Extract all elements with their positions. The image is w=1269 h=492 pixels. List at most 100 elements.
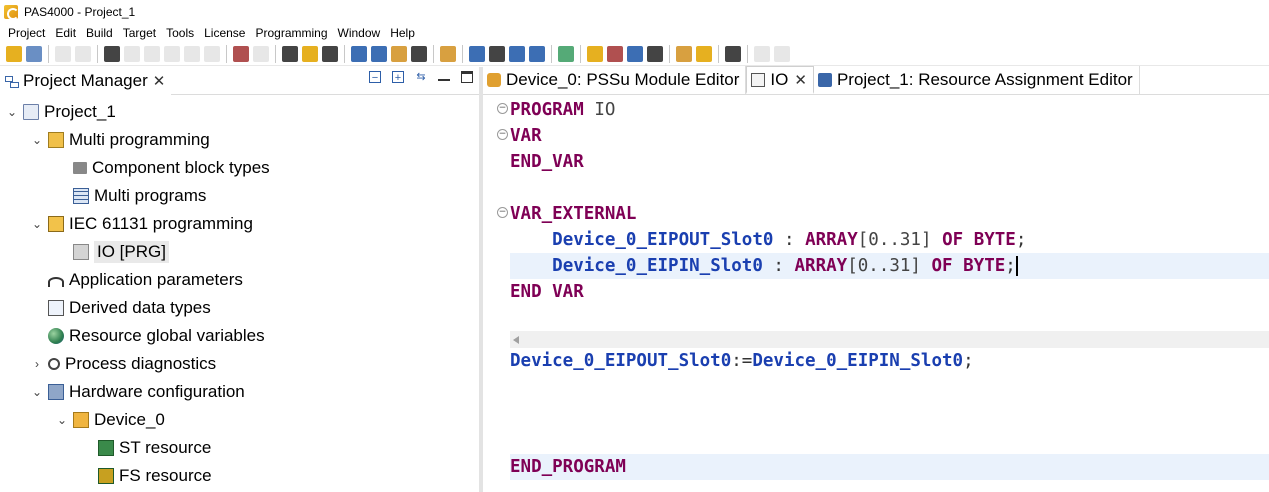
tree-item-multi-programs[interactable]: Multi programs bbox=[0, 182, 479, 210]
toolbar-separator bbox=[669, 44, 670, 63]
globe-icon[interactable] bbox=[558, 45, 574, 62]
menu-target[interactable]: Target bbox=[122, 26, 157, 40]
delete-icon[interactable] bbox=[233, 45, 249, 62]
paste-icon[interactable] bbox=[164, 45, 180, 62]
menu-project[interactable]: Project bbox=[8, 26, 46, 40]
view-actions: − + ⇆ bbox=[358, 71, 473, 84]
device-icon bbox=[73, 412, 89, 428]
cut-icon[interactable] bbox=[124, 45, 140, 62]
menu-window[interactable]: Window bbox=[337, 26, 381, 40]
keyword-byte: BYTE bbox=[973, 230, 1016, 250]
forward-icon[interactable] bbox=[774, 45, 790, 62]
users-icon[interactable] bbox=[725, 45, 741, 62]
collapse-all-icon[interactable]: − bbox=[369, 71, 381, 84]
tree-item-application-parameters[interactable]: Application parameters bbox=[0, 266, 479, 294]
hardware-icon bbox=[48, 384, 64, 400]
tab-resource-assignment-editor[interactable]: Project_1: Resource Assignment Editor bbox=[814, 66, 1140, 94]
compare-icon[interactable] bbox=[351, 45, 367, 62]
print-icon[interactable] bbox=[104, 45, 120, 62]
menu-tools[interactable]: Tools bbox=[166, 26, 195, 40]
tab-io[interactable]: IO ✕ bbox=[746, 66, 814, 94]
tree-item-label: Project_1 bbox=[44, 102, 116, 121]
tree-item-resource-global-variables[interactable]: Resource global variables bbox=[0, 322, 479, 350]
link-editor-icon[interactable]: ⇆ bbox=[416, 71, 426, 83]
toolbar-separator bbox=[48, 44, 49, 63]
fold-icon[interactable]: − bbox=[497, 103, 508, 114]
tree-item-multi-programming[interactable]: ⌄ Multi programming bbox=[0, 126, 479, 154]
download-icon[interactable] bbox=[302, 45, 318, 62]
main-toolbar bbox=[0, 42, 1269, 66]
assign-source: Device_0_EIPIN_Slot0 bbox=[752, 351, 964, 371]
keyword-program: PROGRAM bbox=[510, 100, 584, 120]
code-line: Device_0_EIPOUT_Slot0 : ARRAY[0..31] OF … bbox=[483, 227, 1269, 253]
alert-icon[interactable] bbox=[607, 45, 623, 62]
menu-help[interactable]: Help bbox=[390, 26, 415, 40]
disconnect-icon[interactable] bbox=[253, 45, 269, 62]
open-project-icon[interactable] bbox=[26, 45, 42, 62]
info-icon[interactable] bbox=[469, 45, 485, 62]
expand-all-icon[interactable]: + bbox=[392, 71, 404, 84]
undo-icon[interactable] bbox=[184, 45, 200, 62]
tree-item-derived-data-types[interactable]: Derived data types bbox=[0, 294, 479, 322]
maximize-icon[interactable] bbox=[461, 71, 473, 83]
menu-programming[interactable]: Programming bbox=[255, 26, 328, 40]
current-line: Device_0_EIPIN_Slot0 : ARRAY[0..31] OF B… bbox=[510, 253, 1269, 279]
list-icon[interactable] bbox=[627, 45, 643, 62]
window-icon[interactable] bbox=[529, 45, 545, 62]
close-icon[interactable]: ✕ bbox=[152, 72, 166, 90]
new-project-icon[interactable] bbox=[6, 45, 22, 62]
tree-item-component-block-types[interactable]: Component block types bbox=[0, 154, 479, 182]
tree-item-label: Derived data types bbox=[69, 298, 211, 317]
close-icon[interactable]: ✕ bbox=[794, 71, 807, 89]
layers-icon[interactable] bbox=[587, 45, 603, 62]
module-icon[interactable] bbox=[391, 45, 407, 62]
project-tree: ⌄ Project_1 ⌄ Multi programming Componen… bbox=[0, 95, 479, 490]
redo-icon[interactable] bbox=[204, 45, 220, 62]
grid-icon[interactable] bbox=[371, 45, 387, 62]
menu-build[interactable]: Build bbox=[86, 26, 113, 40]
fold-icon[interactable]: − bbox=[497, 129, 508, 140]
binary-icon[interactable] bbox=[282, 45, 298, 62]
table-icon[interactable] bbox=[509, 45, 525, 62]
back-icon[interactable] bbox=[754, 45, 770, 62]
chevron-down-icon[interactable]: ⌄ bbox=[31, 385, 43, 399]
tree-item-process-diagnostics[interactable]: › Process diagnostics bbox=[0, 350, 479, 378]
hand-icon[interactable] bbox=[322, 45, 338, 62]
tree-item-label: Multi programs bbox=[94, 186, 207, 205]
menu-license[interactable]: License bbox=[204, 26, 246, 40]
code-line: − VAR_EXTERNAL bbox=[483, 201, 1269, 227]
tree-item-io-prg[interactable]: IO [PRG] bbox=[0, 238, 479, 266]
app-logo-icon bbox=[4, 5, 19, 20]
network-icon[interactable] bbox=[411, 45, 427, 62]
minimize-icon[interactable] bbox=[438, 73, 450, 81]
save-all-icon[interactable] bbox=[75, 45, 91, 62]
project-manager-tab[interactable]: Project Manager ✕ bbox=[0, 66, 172, 95]
tree-item-hardware-configuration[interactable]: ⌄ Hardware configuration bbox=[0, 378, 479, 406]
chevron-down-icon[interactable]: ⌄ bbox=[56, 413, 68, 427]
diagnostics-icon[interactable] bbox=[647, 45, 663, 62]
panel-divider[interactable] bbox=[479, 67, 483, 492]
tree-item-project[interactable]: ⌄ Project_1 bbox=[0, 98, 479, 126]
save-icon[interactable] bbox=[55, 45, 71, 62]
tree-item-iec-programming[interactable]: ⌄ IEC 61131 programming bbox=[0, 210, 479, 238]
fold-icon[interactable]: − bbox=[497, 207, 508, 218]
horizontal-scrollbar[interactable] bbox=[510, 331, 1269, 348]
chevron-right-icon[interactable]: › bbox=[35, 357, 39, 371]
copy-icon[interactable] bbox=[144, 45, 160, 62]
tree-item-device-0[interactable]: ⌄ Device_0 bbox=[0, 406, 479, 434]
title-bar: PAS4000 - Project_1 bbox=[0, 0, 1269, 24]
upload-icon[interactable] bbox=[440, 45, 456, 62]
gauge-icon[interactable] bbox=[489, 45, 505, 62]
edit-icon[interactable] bbox=[696, 45, 712, 62]
menu-edit[interactable]: Edit bbox=[55, 26, 77, 40]
code-editor[interactable]: − PROGRAM IO − VAR END_VAR − VAR_EXTERNA… bbox=[483, 95, 1269, 492]
tree-item-st-resource[interactable]: ST resource bbox=[0, 434, 479, 462]
tab-module-editor[interactable]: Device_0: PSSu Module Editor bbox=[483, 66, 747, 94]
chevron-down-icon[interactable]: ⌄ bbox=[31, 217, 43, 231]
st-resource-icon bbox=[98, 440, 114, 456]
chevron-down-icon[interactable]: ⌄ bbox=[31, 133, 43, 147]
tree-item-fs-resource[interactable]: FS resource bbox=[0, 462, 479, 490]
chevron-down-icon[interactable]: ⌄ bbox=[6, 105, 18, 119]
chart-icon[interactable] bbox=[676, 45, 692, 62]
tab-label: IO bbox=[770, 69, 789, 89]
